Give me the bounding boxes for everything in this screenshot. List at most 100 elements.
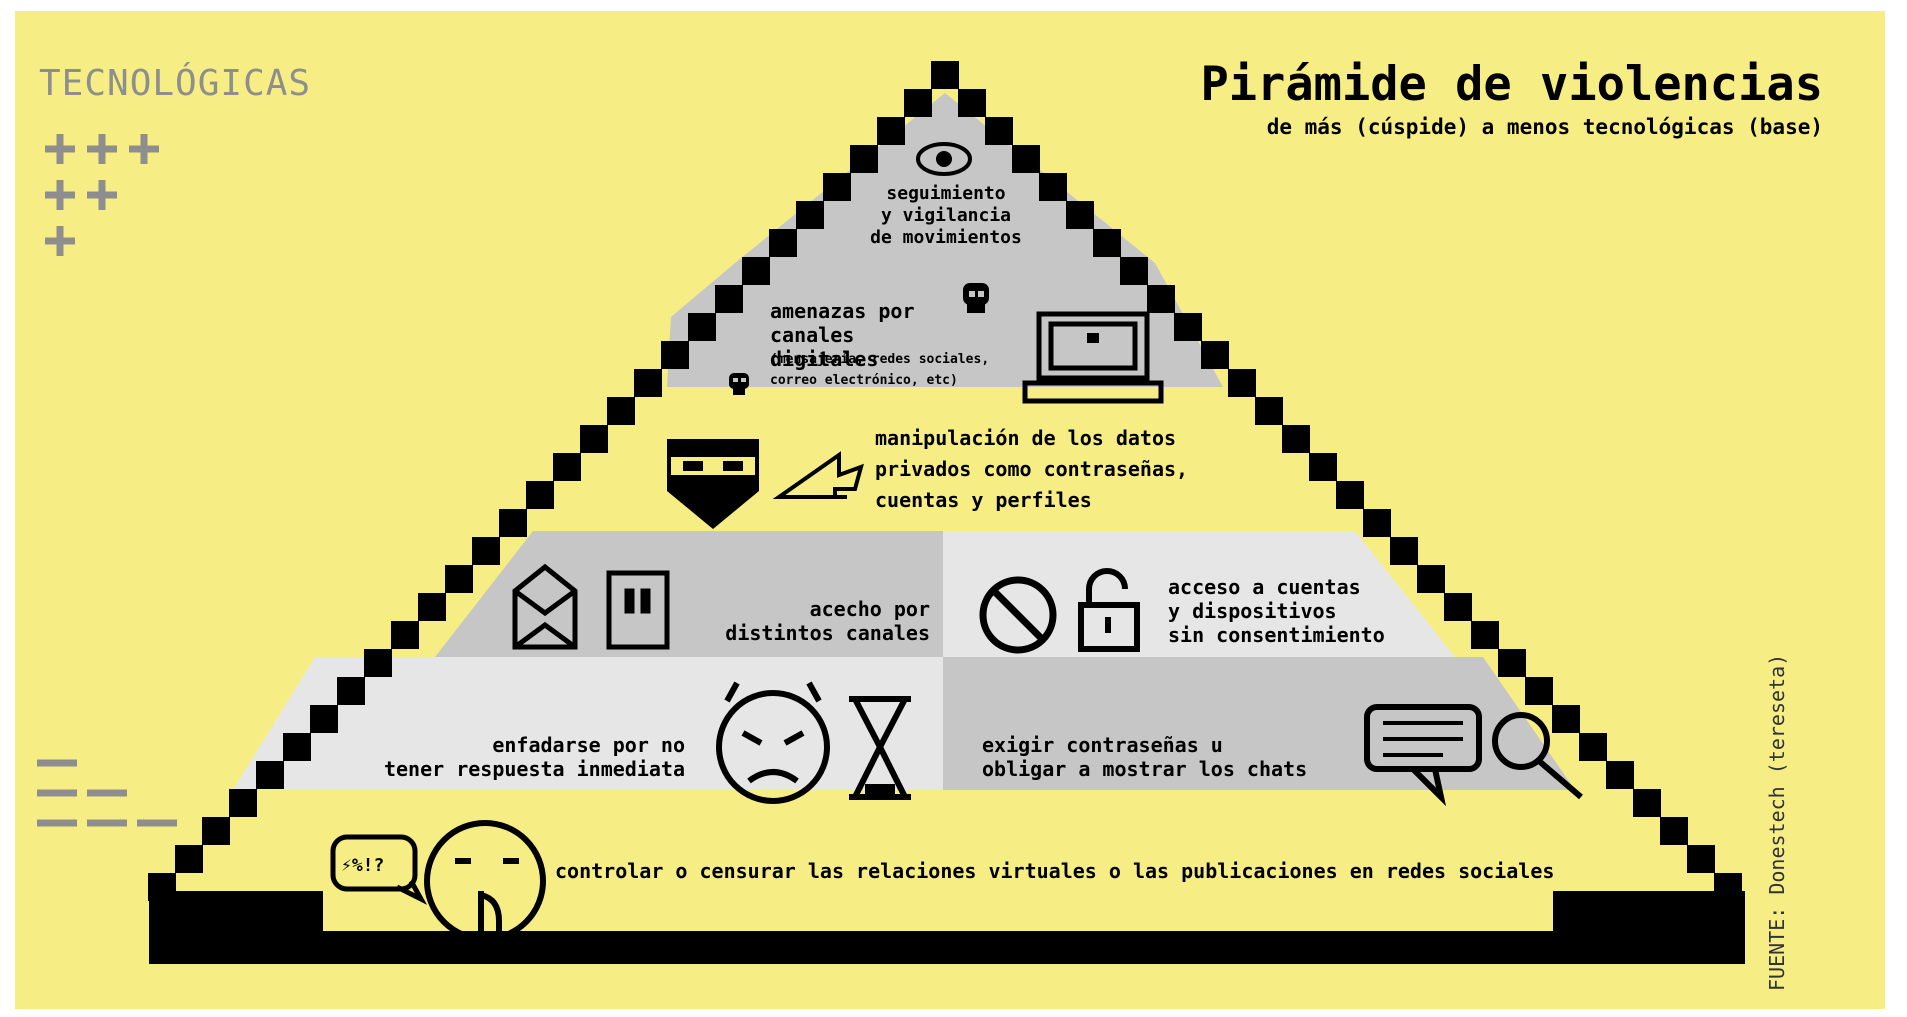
- skull-icon: [963, 283, 989, 313]
- pyramid-step-left: [877, 117, 905, 145]
- pyramid-step-left: [364, 649, 392, 677]
- hourglass-icon: [849, 696, 911, 800]
- legend-minus-signs: [37, 759, 177, 827]
- pyramid-step-left: [769, 229, 797, 257]
- pyramid-step-left: [526, 481, 554, 509]
- level-3-text: manipulación de los datos privados como …: [875, 426, 1189, 512]
- level-4-left-text: acecho por distintos canales: [725, 597, 930, 645]
- pyramid-base-inset: [323, 891, 1553, 931]
- band-4-right: [943, 531, 1355, 657]
- swearing-bubble-icon: ⚡%!?: [330, 834, 428, 905]
- laptop-icon: [1022, 311, 1164, 404]
- pyramid-step-left: [175, 845, 203, 873]
- pyramid-step-right: [1309, 453, 1337, 481]
- legend-plus-signs: [45, 134, 159, 256]
- pyramid-step-left: [850, 145, 878, 173]
- level-6-text: controlar o censurar las relaciones virt…: [555, 859, 1555, 883]
- masked-shield-icon: [667, 439, 759, 529]
- pyramid-step-left: [445, 565, 473, 593]
- pyramid-step-left: [229, 789, 257, 817]
- eye-icon: [916, 142, 972, 176]
- pyramid-step-right: [1363, 509, 1391, 537]
- pyramid-step-right: [1525, 677, 1553, 705]
- legend-label: TECNOLÓGICAS: [39, 63, 312, 104]
- pyramid-step-right: [1660, 817, 1688, 845]
- magnifier-icon: [1492, 712, 1583, 800]
- shush-face-icon: [424, 820, 546, 943]
- pyramid-step-right: [1012, 145, 1040, 173]
- pyramid-step-left: [607, 397, 635, 425]
- pyramid-step-right: [1255, 397, 1283, 425]
- cursor-arrow-icon: [772, 451, 864, 499]
- pyramid-step-right: [1282, 425, 1310, 453]
- infographic: ⚡%!? TECNOLÓGICAS Pirámide de violencias…: [15, 11, 1885, 1009]
- pyramid-step-left: [823, 173, 851, 201]
- band-4-left: [533, 531, 943, 657]
- chat-bubble-icon: [1364, 704, 1482, 807]
- pyramid-step-right: [1471, 621, 1499, 649]
- forbidden-icon: [979, 576, 1057, 654]
- pyramid-step-left: [661, 341, 689, 369]
- page-subtitle: de más (cúspide) a menos tecnológicas (b…: [1266, 115, 1823, 139]
- band-1: [735, 93, 1155, 263]
- pyramid-bands: [233, 93, 1575, 790]
- pyramid-step-left: [283, 733, 311, 761]
- pyramid-step-left: [634, 369, 662, 397]
- skull-icon-small: [729, 373, 749, 395]
- angry-face-icon: [716, 681, 830, 804]
- pyramid-step-left: [553, 453, 581, 481]
- page-title: Pirámide de violencias: [1200, 57, 1823, 112]
- pyramid-step-left: [418, 593, 446, 621]
- band-5-right-edge: [1483, 657, 1575, 790]
- pyramid-step-left: [688, 313, 716, 341]
- pyramid-step-right: [1552, 705, 1580, 733]
- unlocked-padlock-icon: [1078, 568, 1140, 652]
- pyramid-step-right: [1336, 481, 1364, 509]
- pyramid-step-right: [1687, 845, 1715, 873]
- level-1-text: seguimiento y vigilancia de movimientos: [870, 183, 1022, 248]
- pyramid-step-right: [1228, 369, 1256, 397]
- pyramid-step-left: [715, 285, 743, 313]
- pyramid-step-left: [580, 425, 608, 453]
- pyramid-step-right: [1444, 593, 1472, 621]
- pyramid-step-right: [1174, 313, 1202, 341]
- pyramid-step-right: [1633, 789, 1661, 817]
- pyramid-step-right: [1606, 761, 1634, 789]
- level-5-right-text: exigir contraseñas u obligar a mostrar l…: [982, 733, 1308, 781]
- band-4-left-edge: [435, 531, 533, 657]
- pyramid-step-right: [1417, 565, 1445, 593]
- pyramid-step-right: [1390, 537, 1418, 565]
- pyramid: ⚡%!?: [37, 61, 1745, 964]
- pyramid-step-right: [931, 61, 959, 89]
- pyramid-step-right: [1093, 229, 1121, 257]
- pyramid-step-right: [985, 117, 1013, 145]
- pyramid-step-left: [904, 89, 932, 117]
- level-4-right-text: acceso a cuentas y dispositivos sin cons…: [1168, 575, 1385, 647]
- pyramid-step-right: [1147, 285, 1175, 313]
- level-5-left-text: enfadarse por no tener respuesta inmedia…: [383, 733, 685, 781]
- level-2-note: (mensajería, redes sociales, correo elec…: [770, 352, 990, 388]
- level-2-text: amenazas por canales digitales: [770, 299, 915, 371]
- pyramid-step-right: [958, 89, 986, 117]
- swear-symbols: ⚡%!?: [341, 855, 384, 876]
- pyramid-step-right: [1066, 201, 1094, 229]
- pyramid-step-left: [202, 817, 230, 845]
- open-envelope-icon: [512, 563, 578, 650]
- pyramid-step-left: [391, 621, 419, 649]
- pyramid-step-left: [499, 509, 527, 537]
- pyramid-step-left: [256, 761, 284, 789]
- band-5-left: [315, 657, 943, 790]
- pyramid-step-right: [1579, 733, 1607, 761]
- pyramid-step-left: [742, 257, 770, 285]
- band-4-right-edge: [1355, 531, 1455, 657]
- pyramid-step-left: [310, 705, 338, 733]
- pyramid-step-right: [1120, 257, 1148, 285]
- pyramid-step-left: [472, 537, 500, 565]
- phone-icon: [606, 570, 670, 650]
- pyramid-step-right: [1498, 649, 1526, 677]
- band-2: [667, 263, 1223, 387]
- pyramid-step-right: [1039, 173, 1067, 201]
- pyramid-step-right: [1201, 341, 1229, 369]
- pyramid-step-left: [337, 677, 365, 705]
